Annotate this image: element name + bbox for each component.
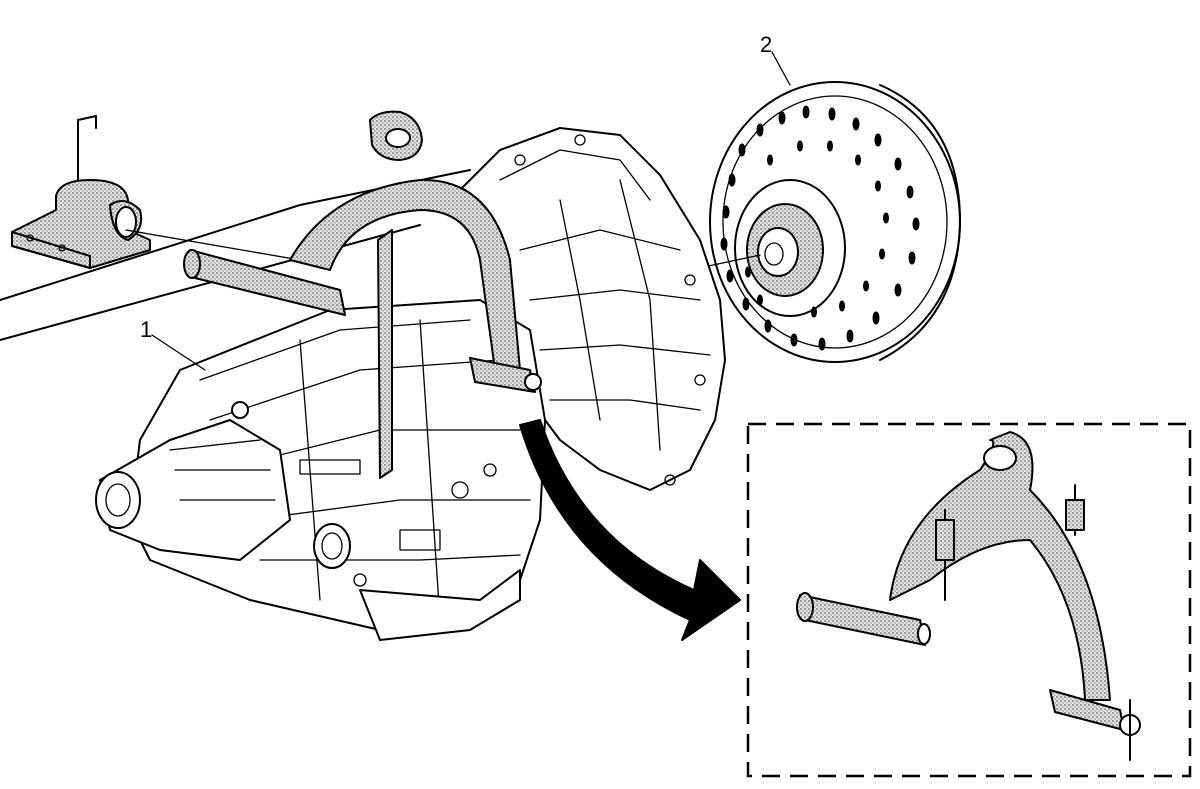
holding-fixture <box>11 115 301 269</box>
detail-inset <box>746 422 1192 778</box>
callout-label-2: 2 <box>760 32 772 57</box>
mounted-fixture-arm <box>183 110 542 479</box>
converter-slots <box>720 105 920 351</box>
detail-fixture <box>796 431 1141 761</box>
callout-leaders <box>151 51 791 371</box>
extension-housing <box>95 401 291 561</box>
torque-converter <box>689 81 961 363</box>
detail-pointer-arrow <box>519 419 741 641</box>
callout-label-1: 1 <box>140 317 152 342</box>
